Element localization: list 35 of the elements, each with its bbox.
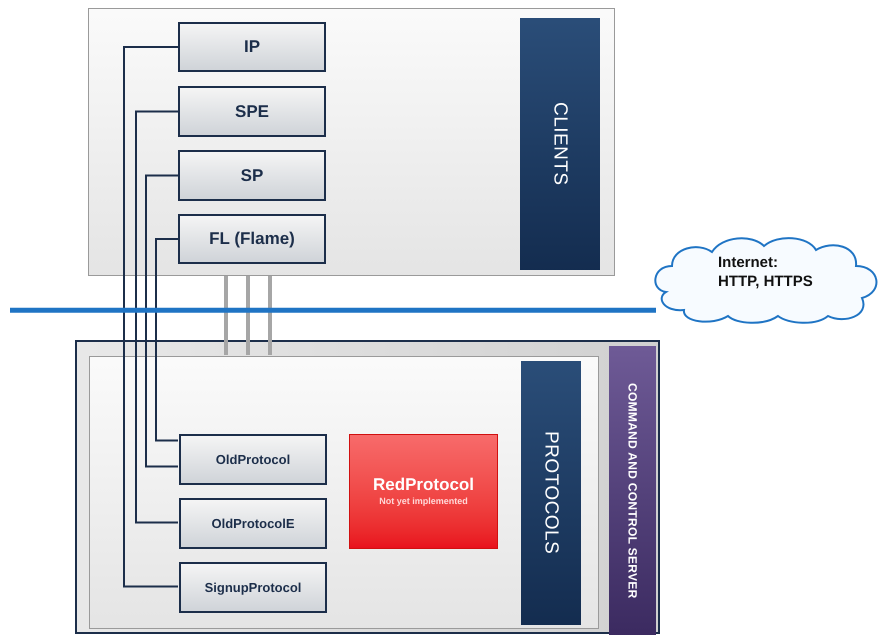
process-box [349,434,498,549]
band-label: CLIENTS [550,102,570,186]
connector-line [224,276,228,355]
band-label: PROTOCOLS [542,431,560,555]
box-label: OldProtocolE [211,514,295,533]
box-label: SP [240,164,264,187]
connector-line [155,238,178,442]
box-note: Not yet implemented [379,495,468,508]
process-box [178,214,326,264]
connector-line [246,276,250,355]
box-label: SPE [234,100,270,123]
title-band [609,346,656,635]
process-box [178,86,326,137]
panel-box [89,356,599,629]
process-box [179,562,327,613]
box-label: SignupProtocol [204,578,302,597]
connector-line [135,110,178,524]
panel-box [88,8,615,276]
process-box [179,498,327,549]
connector-line [145,174,178,468]
title-band [520,18,600,270]
box-title: RedProtocol [372,474,474,496]
process-box [178,22,326,72]
process-box [179,434,327,485]
band-label: COMMAND AND CONTROL SERVER [626,382,638,598]
server-box [75,340,660,634]
box-label: FL (Flame) [209,228,295,250]
title-band [521,361,581,625]
cloud-label: Internet: HTTP, HTTPS [718,254,813,290]
network-line [10,308,656,313]
connector-line [268,276,272,355]
connector-line [123,46,178,588]
box-label: IP [244,36,260,58]
process-box [178,150,326,201]
box-label: OldProtocol [216,450,290,469]
